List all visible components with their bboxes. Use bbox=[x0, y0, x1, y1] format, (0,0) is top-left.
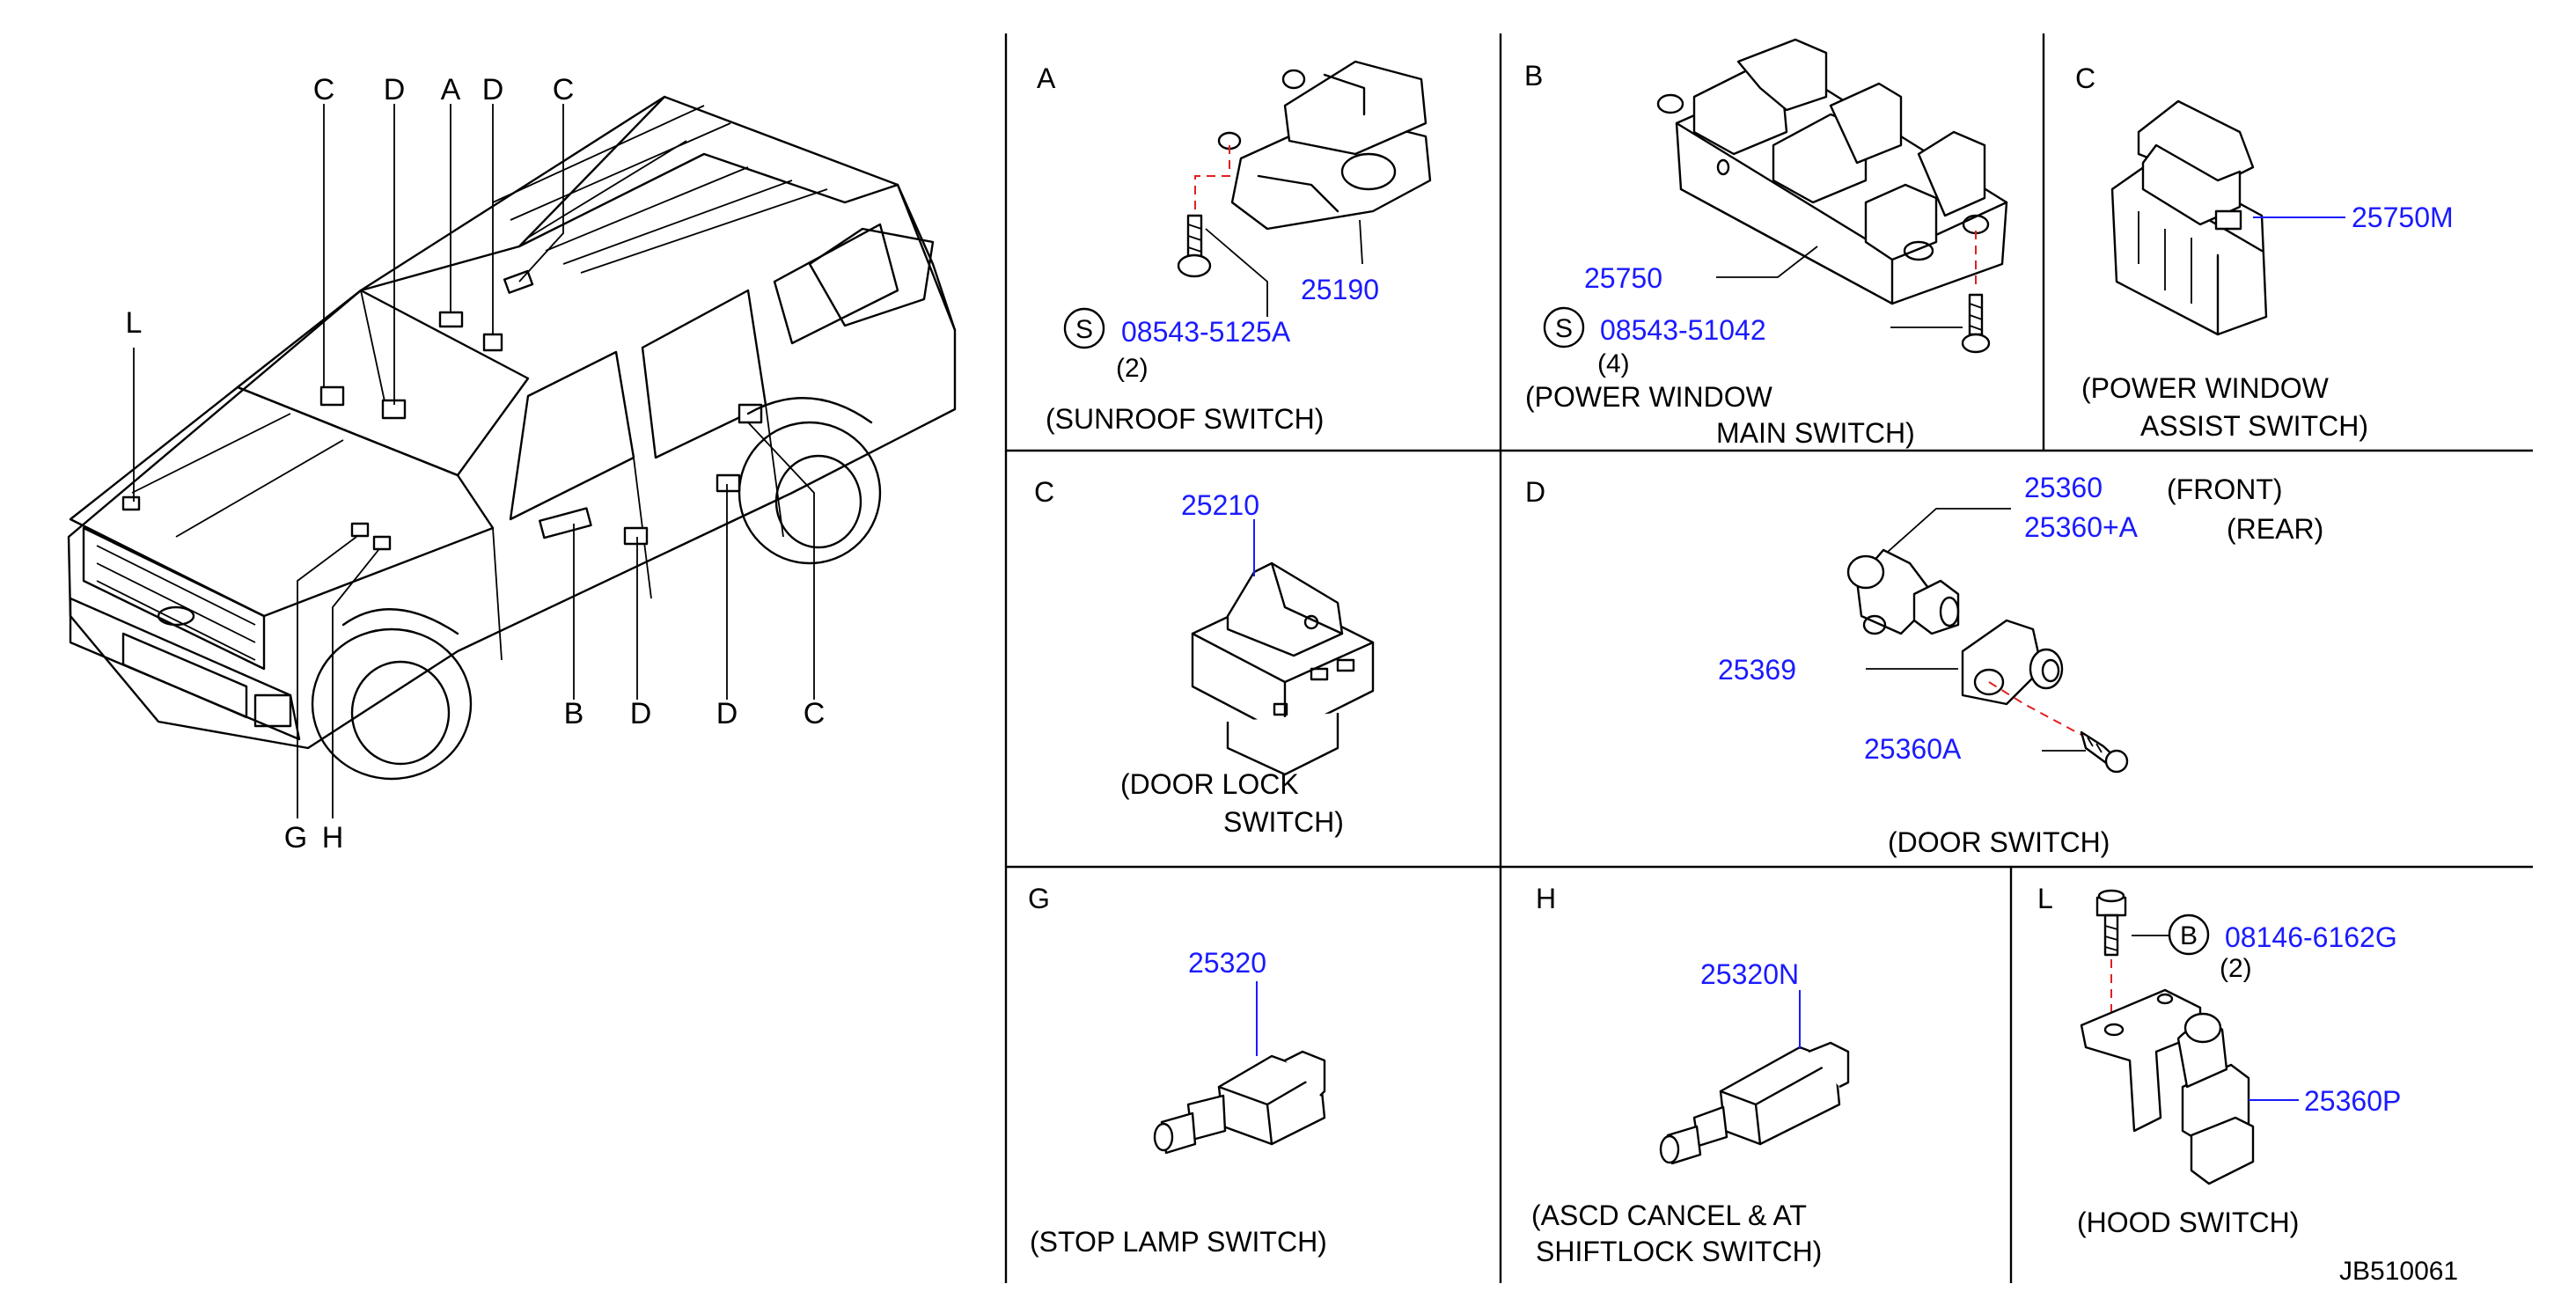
panel-grid bbox=[1004, 33, 2533, 1283]
panel-letter: B bbox=[1524, 60, 1543, 92]
callout-top-3: A bbox=[441, 73, 461, 106]
callout-top-5: C bbox=[553, 73, 575, 106]
panel-l-hood-switch: L B 08146-6162G (2) 25360P (HOOD SWITCH) bbox=[2037, 883, 2401, 1238]
panel-caption: (SUNROOF SWITCH) bbox=[1046, 403, 1324, 435]
callout-bottom-1: B bbox=[564, 697, 584, 730]
callout-top-1: C bbox=[313, 73, 335, 106]
panel-g-stop-lamp-switch: G 25320 (STOP LAMP SWITCH) bbox=[1028, 883, 1327, 1258]
part-number: 25210 bbox=[1181, 489, 1259, 521]
diagram-code: JB510061 bbox=[2339, 1257, 2458, 1286]
panel-letter: A bbox=[1037, 62, 1056, 94]
caption-line-2: SHIFTLOCK SWITCH) bbox=[1536, 1236, 1822, 1267]
panel-letter: H bbox=[1536, 883, 1556, 914]
callout-left: L bbox=[126, 306, 143, 340]
part-number: 25750M bbox=[2352, 202, 2454, 233]
screw-part-number: 08543-5125A bbox=[1121, 316, 1291, 348]
part-number-front: 25360 bbox=[2024, 472, 2103, 503]
panel-b-power-window-main-switch: B 25750 S 08543-51042 (4) (POWER WINDOW … bbox=[1524, 38, 2008, 449]
panel-d-door-switch: D 25360 (FRONT) 25360+A (REAR) 25369 253… bbox=[1525, 472, 2323, 858]
panel-caption: (HOOD SWITCH) bbox=[2077, 1207, 2299, 1238]
caption-line-2: ASSIST SWITCH) bbox=[2140, 410, 2368, 442]
callout-g: G bbox=[284, 821, 307, 855]
screw-symbol: S bbox=[1555, 314, 1573, 343]
bolt-part-number: 08146-6162G bbox=[2225, 921, 2397, 953]
part-number-bracket: 25369 bbox=[1718, 654, 1796, 686]
part-number-rear: 25360+A bbox=[2024, 511, 2139, 543]
screw-part-number: 08543-51042 bbox=[1600, 314, 1766, 346]
panel-c-door-lock-switch: C 25210 (DOOR LOCK SWITCH) bbox=[1034, 476, 1375, 838]
part-number: 25750 bbox=[1584, 262, 1662, 294]
panel-letter: G bbox=[1028, 883, 1050, 914]
caption-line-1: (ASCD CANCEL & AT bbox=[1531, 1200, 1807, 1231]
screw-qty: (4) bbox=[1597, 349, 1630, 378]
bolt-qty: (2) bbox=[2220, 954, 2252, 983]
panel-c-power-window-assist-switch: C 25750M (POWER WINDOW ASSIST SWITCH) bbox=[2075, 62, 2454, 442]
front-label: (FRONT) bbox=[2167, 473, 2283, 505]
panel-caption: (DOOR SWITCH) bbox=[1888, 826, 2110, 858]
panel-letter: D bbox=[1525, 476, 1545, 508]
part-number: 25190 bbox=[1301, 274, 1379, 305]
callout-top-2: D bbox=[384, 73, 406, 106]
caption-line-2: SWITCH) bbox=[1223, 806, 1344, 838]
callout-bottom-4: C bbox=[804, 697, 826, 730]
callout-h: H bbox=[322, 821, 344, 855]
caption-line-1: (DOOR LOCK bbox=[1120, 768, 1299, 800]
rear-label: (REAR) bbox=[2227, 513, 2323, 545]
part-number: 25320N bbox=[1700, 958, 1799, 990]
panel-letter: L bbox=[2037, 883, 2053, 914]
part-number: 25360P bbox=[2304, 1085, 2401, 1117]
panel-a-sunroof-switch: A 25190 S 08543-5125A (2) (SUNROOF SWITC… bbox=[1037, 60, 1432, 435]
callout-top-4: D bbox=[482, 73, 504, 106]
vehicle-illustration: C D A D C L B D D C G H bbox=[67, 73, 957, 855]
caption-line-1: (POWER WINDOW bbox=[1525, 381, 1773, 413]
screw-symbol: S bbox=[1075, 315, 1093, 344]
part-number-screw: 25360A bbox=[1864, 733, 1962, 765]
screw-qty: (2) bbox=[1116, 354, 1149, 383]
caption-line-1: (POWER WINDOW bbox=[2081, 372, 2330, 404]
caption-line-2: MAIN SWITCH) bbox=[1716, 417, 1915, 449]
callout-bottom-2: D bbox=[630, 697, 652, 730]
part-number: 25320 bbox=[1188, 947, 1266, 979]
panel-letter: C bbox=[1034, 476, 1054, 508]
panel-h-ascd-cancel-shiftlock-switch: H 25320N (ASCD CANCEL & AT SHIFTLOCK SWI… bbox=[1531, 883, 1850, 1267]
panel-caption: (STOP LAMP SWITCH) bbox=[1030, 1226, 1327, 1258]
panel-letter: C bbox=[2075, 62, 2095, 94]
callout-bottom-3: D bbox=[716, 697, 738, 730]
bolt-symbol: B bbox=[2180, 921, 2198, 950]
